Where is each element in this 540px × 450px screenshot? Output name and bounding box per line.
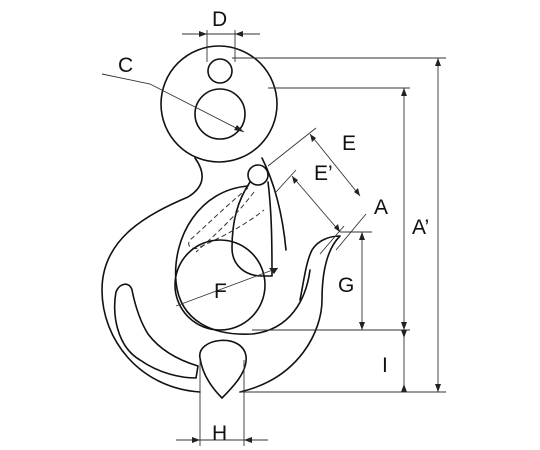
label-F: F: [214, 280, 227, 303]
label-E: E: [342, 132, 356, 155]
dim-A-prime: [232, 57, 446, 393]
dim-D: [182, 30, 260, 62]
dim-I: [401, 330, 407, 392]
label-D: D: [212, 8, 227, 31]
dim-H: [176, 360, 268, 446]
dim-G: [340, 231, 372, 330]
hook-bottom-pin: [199, 339, 247, 399]
eye-inner-hole: [194, 88, 246, 140]
hook-tip: [239, 235, 341, 393]
label-C: C: [118, 54, 133, 77]
hook-inner-bowl: [174, 185, 311, 335]
eye-outer-ring: [160, 45, 278, 163]
eye-top-bore: [207, 58, 233, 84]
load-circle: [174, 239, 266, 331]
dim-A: [252, 87, 410, 331]
dim-F-arrow: [269, 268, 278, 274]
safety-latch: [188, 164, 273, 277]
hook-eye: [160, 45, 278, 163]
label-A-prime: A’: [412, 216, 429, 239]
dim-F-line: [175, 267, 279, 307]
label-G: G: [338, 274, 354, 297]
dim-C: [101, 73, 245, 133]
label-A: A: [374, 196, 388, 219]
hook-outer-contour: [101, 157, 203, 393]
hook-shank-right: [261, 157, 287, 251]
hook-slot: [113, 283, 199, 379]
latch-arm: [231, 181, 273, 277]
dim-E: [267, 127, 367, 251]
latch-open-position-2: [195, 191, 255, 253]
dim-E-prime: [275, 169, 345, 255]
label-H: H: [212, 422, 227, 445]
latch-pivot: [247, 164, 269, 186]
label-E-prime: E’: [314, 162, 333, 185]
hook-body: [101, 157, 341, 399]
latch-open-position-1: [188, 187, 265, 249]
label-I: I: [382, 354, 388, 377]
